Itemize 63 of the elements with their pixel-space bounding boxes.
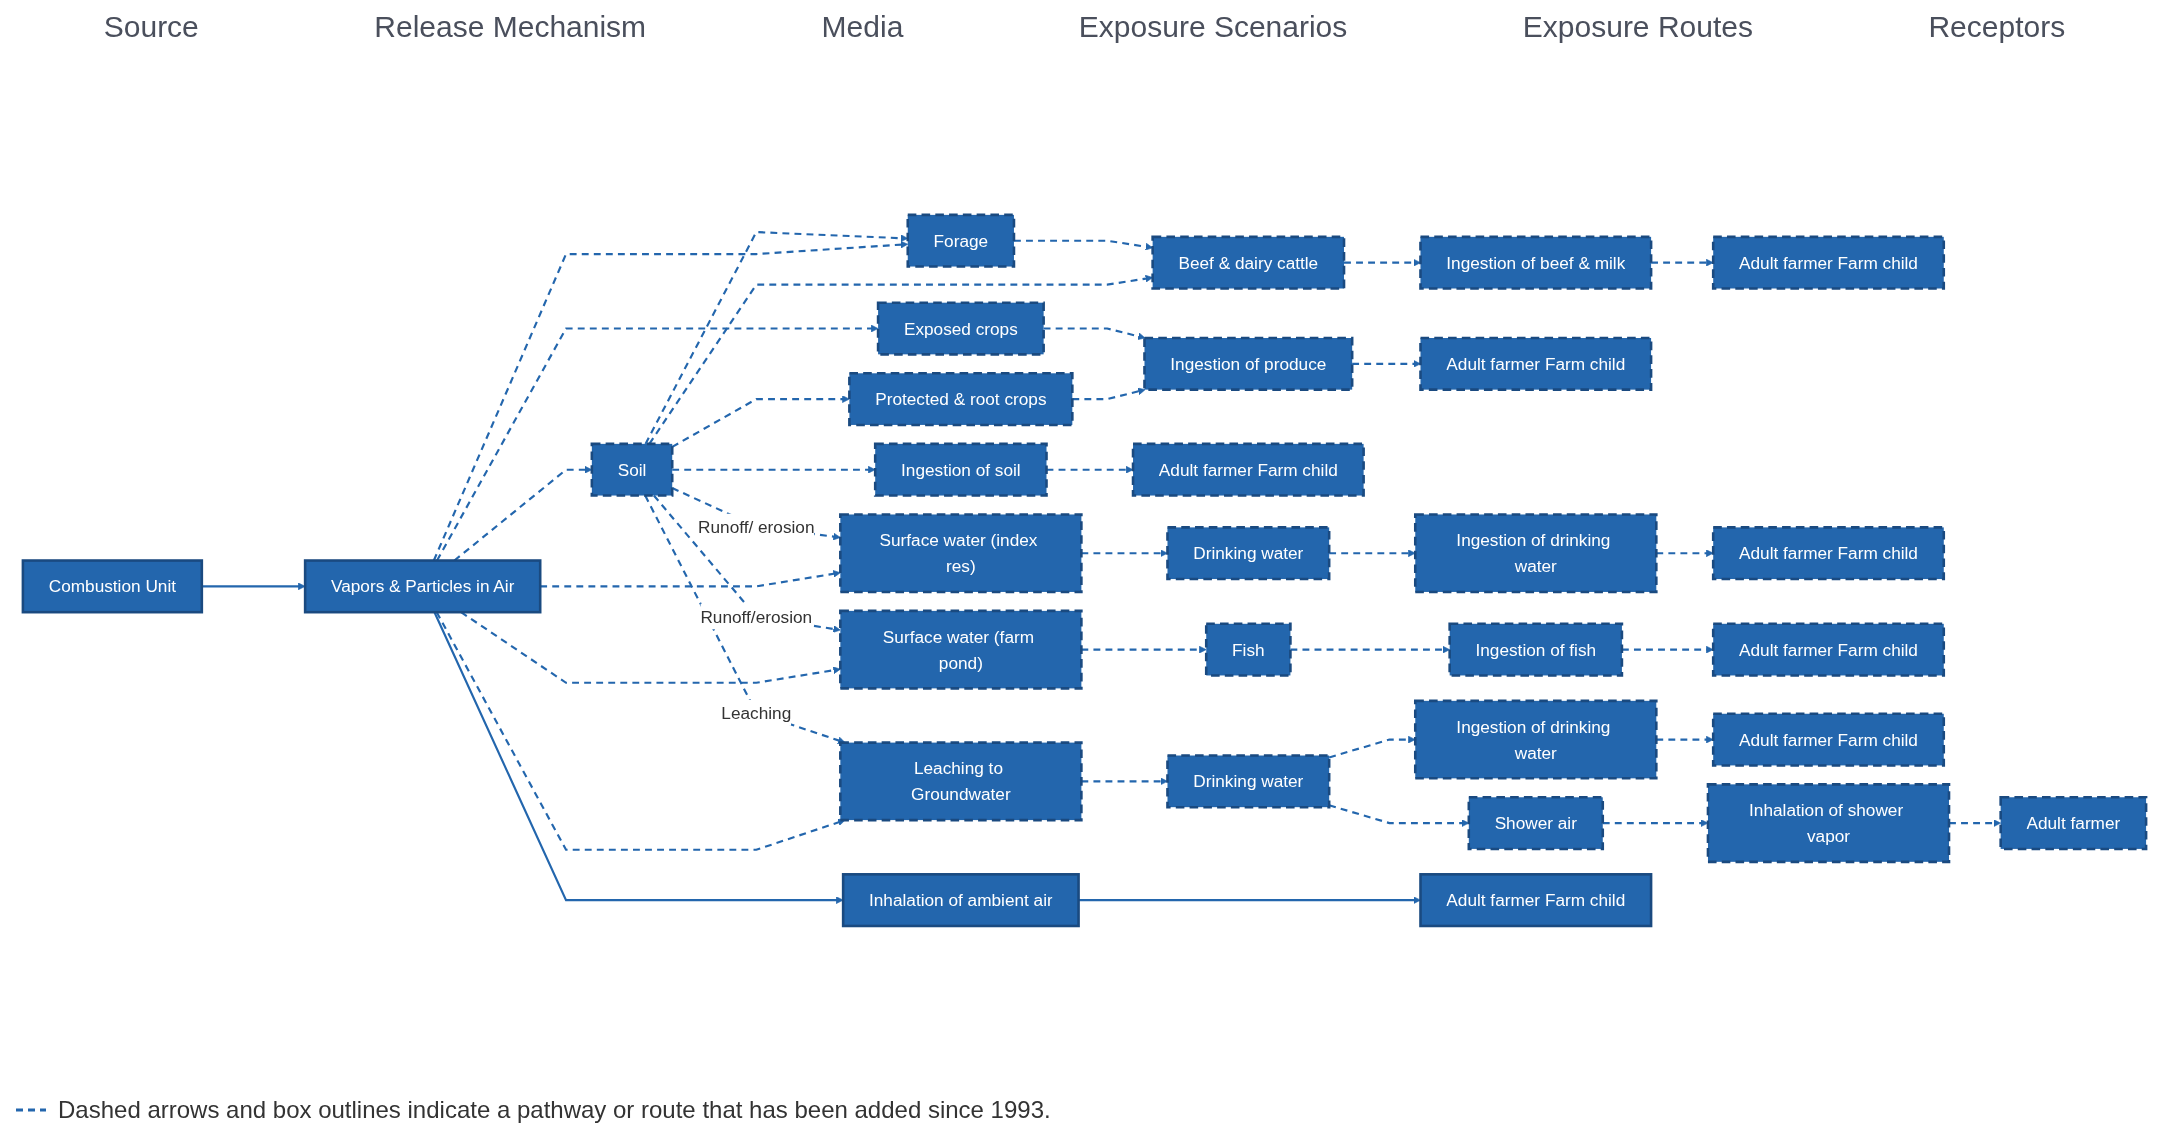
node-box: Adult farmer Farm child <box>1419 872 1653 927</box>
arrow <box>1078 895 1421 904</box>
arrow <box>1081 645 1207 653</box>
node-box: Ingestion of soil <box>873 442 1048 497</box>
arrow <box>1072 387 1146 400</box>
arrow <box>201 582 306 590</box>
arrow <box>433 611 844 904</box>
node-box: Adult farmer Farm child <box>1419 336 1653 391</box>
arrow <box>1290 645 1450 653</box>
arrow <box>1651 258 1714 266</box>
node-box: Shower air <box>1467 795 1605 850</box>
arrow <box>1656 735 1714 743</box>
column-heading: Exposure Routes <box>1522 10 1753 44</box>
node-box: Adult farmer Farm child <box>1131 442 1365 497</box>
node-box: Drinking water <box>1166 525 1331 580</box>
node-box: Ingestion of fish <box>1448 622 1624 677</box>
edge-label: Leaching <box>721 703 792 722</box>
legend-text: Dashed arrows and box outlines indicate a pathway or route that has been added since 1993. <box>58 1096 1051 1124</box>
node-box: Fish <box>1204 622 1292 677</box>
node-box: Drinking water <box>1166 753 1331 808</box>
node-box: Inhalation of shower vapor <box>1706 782 1951 863</box>
arrow <box>1081 549 1168 557</box>
arrow <box>672 465 876 474</box>
arrow <box>540 569 841 587</box>
node-box: Adult farmer Farm child <box>1711 525 1946 580</box>
node-box: Surface water (index res) <box>839 512 1083 593</box>
node-box: Adult farmer Farm child <box>1711 235 1946 290</box>
arrow <box>1046 465 1134 474</box>
node-box: Surface water (farm pond) <box>839 609 1083 690</box>
arrow <box>1043 327 1146 340</box>
node-box: Inhalation of ambient air <box>841 872 1080 927</box>
node-box: Adult farmer <box>1999 795 2148 850</box>
column-heading: Receptors <box>1928 10 2066 44</box>
arrow <box>1344 258 1421 266</box>
arrow <box>1621 645 1714 653</box>
node-box: Ingestion of drinking water <box>1414 512 1658 593</box>
arrow <box>1352 359 1421 368</box>
arrow <box>1949 818 2001 827</box>
node-box: Ingestion of beef & milk <box>1419 235 1653 290</box>
node-box: Soil <box>590 442 674 497</box>
node-box: Protected & root crops <box>848 371 1074 426</box>
node-box: Ingestion of produce <box>1143 336 1354 391</box>
arrow <box>1013 239 1153 251</box>
edge-label: Runoff/erosion <box>700 606 813 626</box>
column-heading: Media <box>821 10 904 44</box>
arrow <box>1656 549 1714 557</box>
column-heading: Source <box>103 10 199 44</box>
column-heading: Release Mechanism <box>374 10 647 44</box>
node-box: Ingestion of drinking water <box>1414 699 1658 780</box>
node-box: Beef & dairy cattle <box>1151 235 1346 290</box>
column-heading: Exposure Scenarios <box>1078 10 1348 44</box>
arrow <box>435 611 846 851</box>
node-box: Leaching to Groundwater <box>839 740 1083 821</box>
node-box: Exposed crops <box>876 300 1045 356</box>
arrow <box>1329 549 1416 557</box>
node-box: Combustion Unit <box>21 558 204 614</box>
node-box: Forage <box>906 213 1016 268</box>
node-box: Vapors & Particles in Air <box>303 558 542 614</box>
arrow <box>436 324 879 561</box>
arrow <box>1081 777 1168 785</box>
edge-label: Runoff/ erosion <box>698 516 815 536</box>
node-box: Adult farmer Farm child <box>1711 712 1946 767</box>
node-box: Adult farmer Farm child <box>1711 622 1946 677</box>
